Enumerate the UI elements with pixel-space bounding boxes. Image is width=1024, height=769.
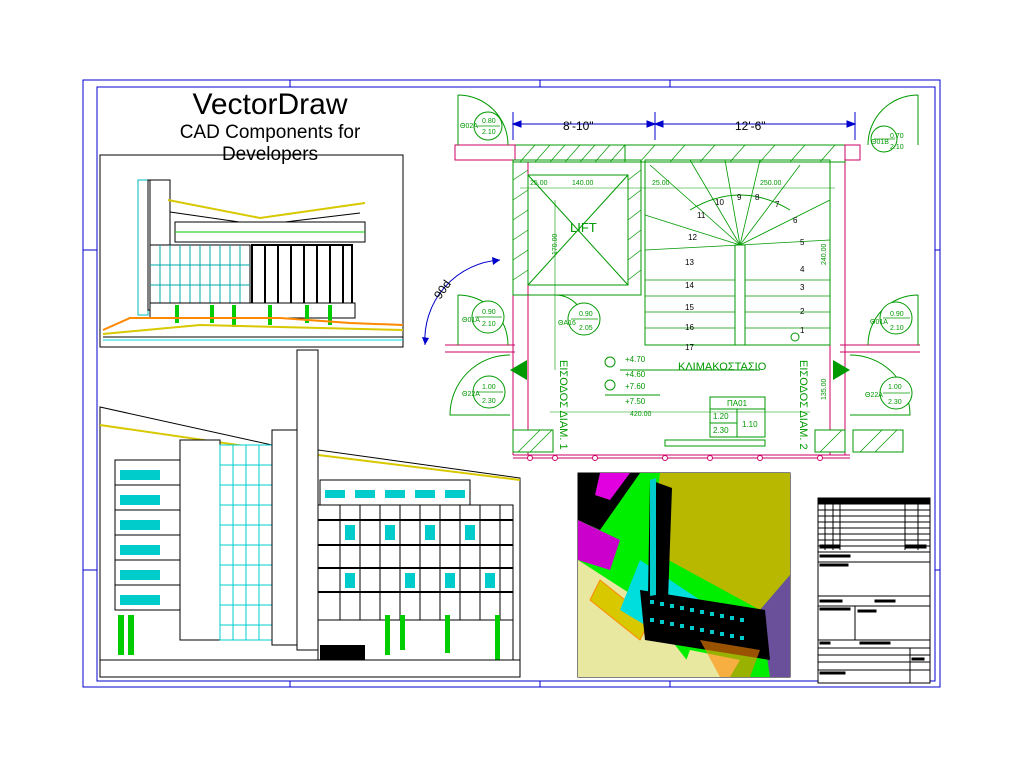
lift-label: LIFT — [570, 220, 597, 235]
step-number: 12 — [688, 233, 697, 242]
sheet-border — [82, 79, 941, 688]
door-width: 0.90 — [579, 311, 593, 318]
dimension-right: 12'-6" — [735, 119, 766, 133]
step-number: 9 — [737, 193, 742, 202]
door-width: 1.00 — [482, 384, 496, 391]
step-number: 14 — [685, 281, 694, 290]
perspective-elevation-view — [99, 349, 521, 678]
dim-text: 25.00 — [652, 180, 670, 187]
step-number: 8 — [755, 193, 760, 202]
level-mark: +4.70 — [625, 355, 646, 364]
step-number: 10 — [715, 198, 724, 207]
step-number: 2 — [800, 307, 805, 316]
door-tag-id: ΠΑ01 — [727, 399, 748, 408]
step-number: 16 — [685, 323, 694, 332]
door-height: 2.30 — [888, 399, 902, 406]
dim-text: 25.00 — [530, 180, 548, 187]
door-width: 0.80 — [482, 118, 496, 125]
app-title: VectorDraw — [192, 88, 348, 121]
entrance-2-label: ΕΙΣΟΔΟΣ ΔΙΑΜ. 2 — [797, 360, 809, 450]
dim-text: 420.00 — [630, 411, 652, 418]
door-id: Θ22A — [865, 392, 883, 399]
door-height: 2.10 — [890, 325, 904, 332]
facade-elevation-view — [99, 154, 404, 348]
door-width: 1.00 — [888, 384, 902, 391]
level-mark: +7.60 — [625, 382, 646, 391]
door-id: Θ01B — [871, 139, 889, 146]
floor-plan: LIFT 1 2 3 4 5 6 7 8 9 10 11 1 — [422, 94, 920, 461]
door-height: 2.10 — [482, 321, 496, 328]
level-mark: +4.60 — [625, 370, 646, 379]
step-number: 3 — [800, 283, 805, 292]
step-number: 17 — [685, 343, 694, 352]
door-height: 2.10 — [482, 129, 496, 136]
door-width: 0.90 — [890, 311, 904, 318]
door-tag-sill: 1.10 — [742, 420, 758, 429]
step-number: 15 — [685, 303, 694, 312]
dim-text: 140.00 — [572, 180, 594, 187]
step-number: 11 — [697, 211, 706, 220]
step-number: 1 — [800, 326, 805, 335]
step-number: 7 — [775, 200, 780, 209]
entrance-1-label: ΕΙΣΟΔΟΣ ΔΙΑΜ. 1 — [557, 360, 569, 450]
door-id: Θ22A — [462, 391, 480, 398]
level-mark: +7.50 — [625, 397, 646, 406]
stair-label: ΚΛΙΜΑΚΟΣΤΑΣΙΟ — [678, 361, 767, 373]
door-height: 2.30 — [482, 398, 496, 405]
door-height: 2.10 — [890, 144, 904, 151]
step-number: 6 — [793, 216, 798, 225]
dim-text: 250.00 — [760, 180, 782, 187]
title-area: VectorDraw CAD Components for Developers — [150, 88, 390, 166]
door-id: Θ01A — [870, 319, 888, 326]
door-id: Θ02A — [460, 123, 478, 130]
dimension-left: 8'-10" — [563, 119, 594, 133]
door-id: Θ01A — [462, 317, 480, 324]
step-number: 5 — [800, 238, 805, 247]
dim-text: 135.00 — [821, 378, 828, 400]
door-width: 0.70 — [890, 133, 904, 140]
app-subtitle: CAD Components for Developers — [179, 122, 361, 165]
render-3d-view — [577, 472, 791, 678]
door-width: 0.90 — [482, 309, 496, 316]
door-id: ΘA16 — [558, 320, 576, 327]
step-number: 13 — [685, 258, 694, 267]
door-tag-width: 1.20 — [713, 412, 729, 421]
step-number: 4 — [800, 265, 805, 274]
door-height: 2.05 — [579, 325, 593, 332]
dim-text: 240.00 — [821, 243, 828, 265]
dim-text: 170.00 — [552, 233, 559, 255]
door-tag-height: 2.30 — [713, 426, 729, 435]
title-block — [817, 497, 931, 684]
